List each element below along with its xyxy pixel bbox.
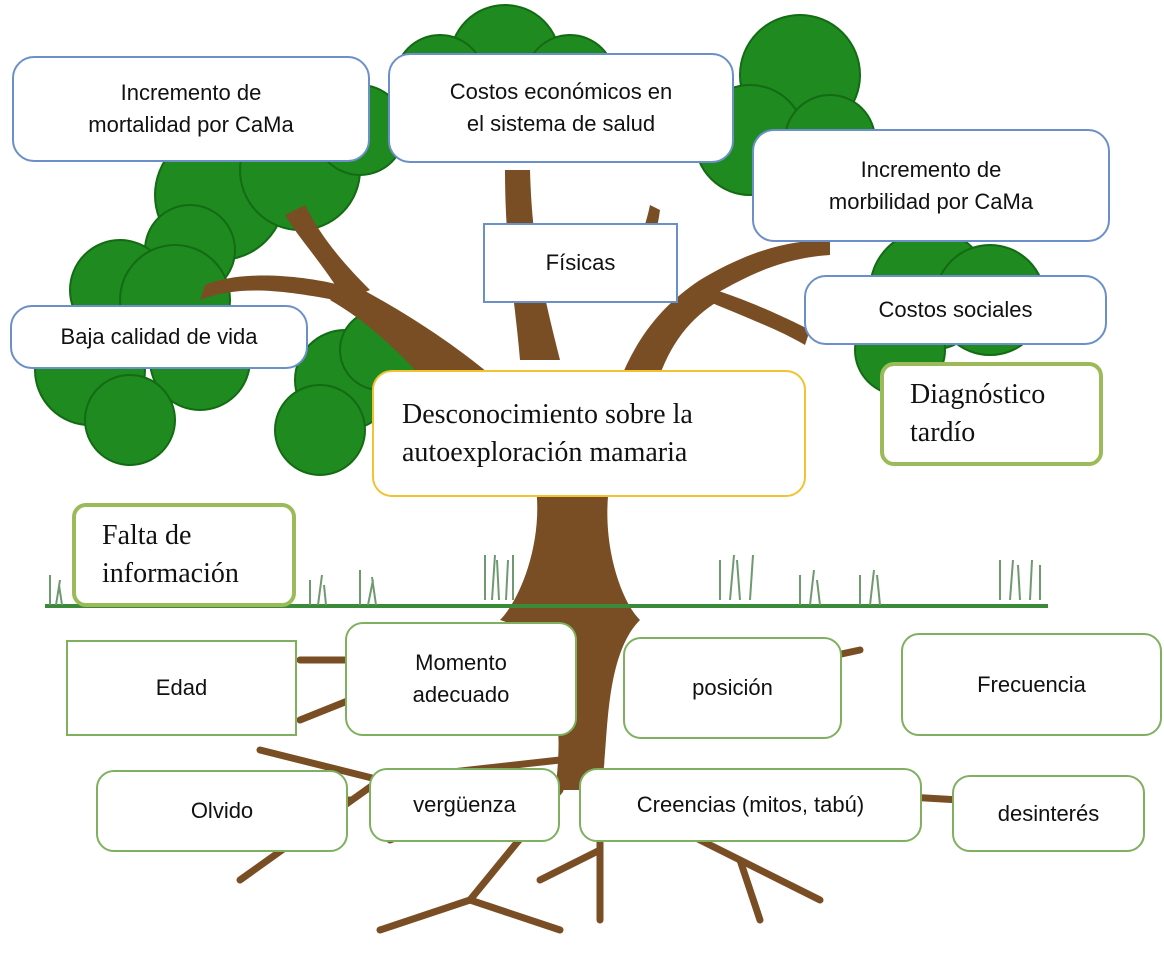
falta-informacion-box: Falta de información (72, 503, 296, 607)
problem-text-line: autoexploración mamaria (402, 436, 688, 468)
cause-text: Creencias (mitos, tabú) (636, 792, 865, 817)
cause-text: posición (692, 675, 773, 700)
effect-text-line: Incremento de (120, 80, 262, 105)
effect-text: Costos sociales (878, 297, 1033, 322)
grass-tuft (309, 574, 327, 606)
effect-box-morbilidad: Incremento de morbilidad por CaMa (752, 129, 1110, 242)
cause-box-verguenza: vergüenza (369, 768, 560, 842)
grass-tuft (49, 575, 63, 606)
cause-text: vergüenza (413, 792, 516, 817)
effect-box-baja-calidad: Baja calidad de vida (10, 305, 308, 369)
cause-text-line: adecuado (412, 682, 510, 707)
trunk-shape (700, 240, 830, 296)
effect-text-line: Incremento de (860, 156, 1002, 182)
grass-tuft (484, 554, 514, 601)
effect-box-fisicas: Físicas (483, 223, 678, 303)
effect-box-costos-economicos: Costos económicos en el sistema de salud (388, 53, 734, 163)
grass-tuft (359, 570, 377, 606)
trunk-shape (500, 480, 640, 620)
cause-text: Olvido (190, 798, 254, 823)
cause-box-desinteres: desinterés (952, 775, 1145, 852)
falta-info-text-line: información (102, 558, 239, 589)
cause-box-edad: Edad (66, 640, 297, 736)
cause-box-creencias: Creencias (mitos, tabú) (579, 768, 922, 842)
cause-text: Frecuencia (977, 671, 1086, 697)
cause-box-posicion: posición (623, 637, 842, 739)
diagnostico-text-line: tardío (910, 417, 976, 448)
diagnostico-tardio-box: Diagnóstico tardío (880, 362, 1103, 466)
root-line (256, 746, 384, 784)
trunk-shape (285, 205, 370, 300)
central-problem-box: Desconocimiento sobre la autoexploración… (372, 370, 806, 497)
effect-text-line: el sistema de salud (466, 111, 656, 136)
grass-tuft (719, 554, 754, 601)
foliage-circle (84, 374, 176, 466)
effect-text-line: mortalidad por CaMa (88, 112, 294, 137)
effect-box-mortalidad: Incremento de mortalidad por CaMa (12, 56, 370, 162)
grass-tuft (859, 569, 881, 606)
root-line (736, 856, 764, 924)
problem-text-line: Desconocimiento sobre la (402, 398, 693, 430)
effect-text: Físicas (545, 250, 616, 275)
trunk-shape (700, 285, 810, 345)
trunk-shape (200, 275, 340, 300)
effect-text-line: morbilidad por CaMa (828, 188, 1034, 214)
effect-text-line: Costos económicos en (449, 79, 673, 104)
root-line (536, 846, 604, 884)
effect-text: Baja calidad de vida (60, 324, 258, 349)
root-line (466, 896, 564, 934)
cause-box-olvido: Olvido (96, 770, 348, 852)
grass-tuft (999, 559, 1041, 601)
grass-tuft (799, 569, 821, 606)
foliage-center-left (274, 309, 421, 476)
effect-box-costos-sociales: Costos sociales (804, 275, 1107, 345)
cause-text: Edad (155, 675, 208, 700)
cause-box-momento-adecuado: Momento adecuado (345, 622, 577, 736)
root-line (376, 896, 474, 934)
falta-info-text-line: Falta de (102, 520, 192, 551)
cause-box-frecuencia: Frecuencia (901, 633, 1162, 736)
cause-text-line: Momento (415, 650, 507, 675)
cause-text: desinterés (997, 800, 1100, 826)
grass-tufts (49, 554, 1041, 606)
foliage-circle (274, 384, 366, 476)
diagnostico-text-line: Diagnóstico (910, 379, 1046, 410)
